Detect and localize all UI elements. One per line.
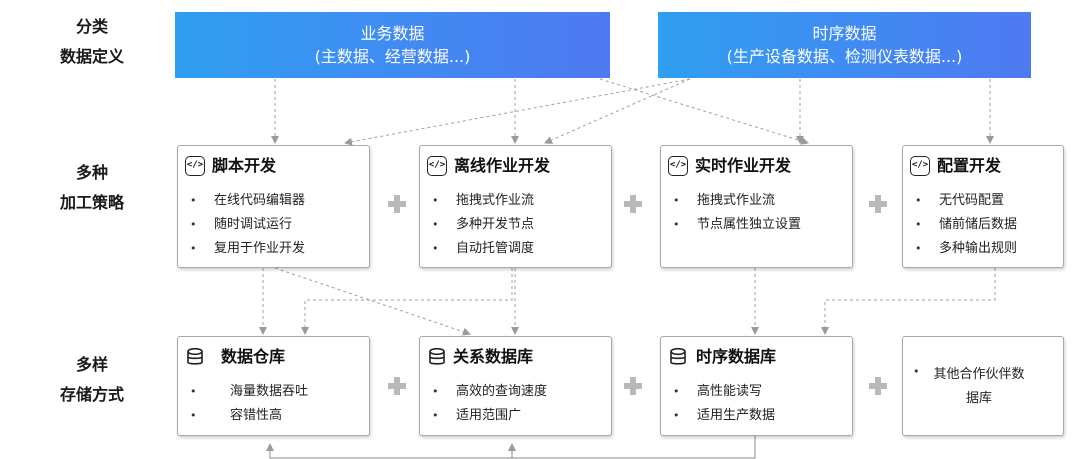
database-icon [187, 347, 203, 365]
code-icon: </> [910, 156, 930, 176]
storage-box-timeseries-db: 时序数据库 高性能读写 适用生产数据 [660, 336, 853, 436]
storage-box-data-warehouse: 数据仓库 海量数据吞吐 容错性高 [177, 336, 370, 436]
list-item: 拖拽式作业流 [661, 189, 852, 213]
banner-subtitle: (生产设备数据、检测仪表数据...) [726, 47, 963, 66]
list-item: 在线代码编辑器 [178, 189, 369, 213]
timeseries-data-banner: 时序数据 (生产设备数据、检测仪表数据...) [658, 12, 1031, 78]
code-icon: </> [427, 156, 447, 176]
list-item: 节点属性独立设置 [661, 213, 852, 237]
plus-icon [624, 377, 642, 395]
processing-box-script-dev: </> 脚本开发 在线代码编辑器 随时调试运行 复用于作业开发 [177, 145, 370, 268]
box-title: 实时作业开发 [695, 156, 792, 175]
list-item: 多种输出规则 [903, 237, 1063, 261]
box-title: 脚本开发 [212, 156, 277, 175]
database-icon [429, 347, 445, 365]
plus-icon [388, 377, 406, 395]
banner-title: 时序数据 [812, 24, 877, 43]
storage-box-relational-db: 关系数据库 高效的查询速度 适用范围广 [419, 336, 612, 436]
list-item: • [913, 365, 920, 378]
partner-db-text: 其他合作伙伴数据库 [933, 367, 1025, 406]
list-item: 随时调试运行 [178, 213, 369, 237]
list-item: 无代码配置 [903, 189, 1063, 213]
list-item: 储前储后数据 [903, 213, 1063, 237]
list-item: 适用生产数据 [661, 404, 852, 428]
plus-icon [624, 195, 642, 213]
plus-icon [388, 195, 406, 213]
processing-box-realtime-dev: </> 实时作业开发 拖拽式作业流 节点属性独立设置 [660, 145, 853, 268]
code-icon: </> [185, 156, 205, 176]
row-label-data-definition: 分类 数据定义 [59, 17, 124, 66]
list-item: 高效的查询速度 [420, 380, 611, 404]
code-icon: </> [668, 156, 688, 176]
list-item: 海量数据吞吐 [178, 380, 369, 404]
business-data-banner: 业务数据 (主数据、经营数据...) [175, 12, 610, 78]
list-item: 自动托管调度 [420, 237, 611, 261]
box-title: 配置开发 [937, 156, 1002, 175]
storage-box-partner-db: • 其他合作伙伴数据库 [902, 336, 1064, 436]
list-item: 拖拽式作业流 [420, 189, 611, 213]
banner-subtitle: (主数据、经营数据...) [314, 47, 471, 66]
list-item: 适用范围广 [420, 404, 611, 428]
processing-box-offline-dev: </> 离线作业开发 拖拽式作业流 多种开发节点 自动托管调度 [419, 145, 612, 268]
box-title: 数据仓库 [221, 347, 286, 366]
list-item: 容错性高 [178, 404, 369, 428]
box-title: 离线作业开发 [454, 156, 551, 175]
box-title: 关系数据库 [453, 347, 534, 366]
list-item: 复用于作业开发 [178, 237, 369, 261]
processing-box-config-dev: </> 配置开发 无代码配置 储前储后数据 多种输出规则 [902, 145, 1064, 268]
banner-title: 业务数据 [360, 24, 425, 43]
list-item: 多种开发节点 [420, 213, 611, 237]
plus-icon [869, 195, 887, 213]
box-title: 时序数据库 [696, 347, 777, 366]
list-item: 高性能读写 [661, 380, 852, 404]
row-label-processing: 多种 加工策略 [59, 163, 124, 212]
database-icon [670, 347, 686, 365]
plus-icon [869, 377, 887, 395]
row-label-storage: 多样 存储方式 [59, 355, 124, 404]
